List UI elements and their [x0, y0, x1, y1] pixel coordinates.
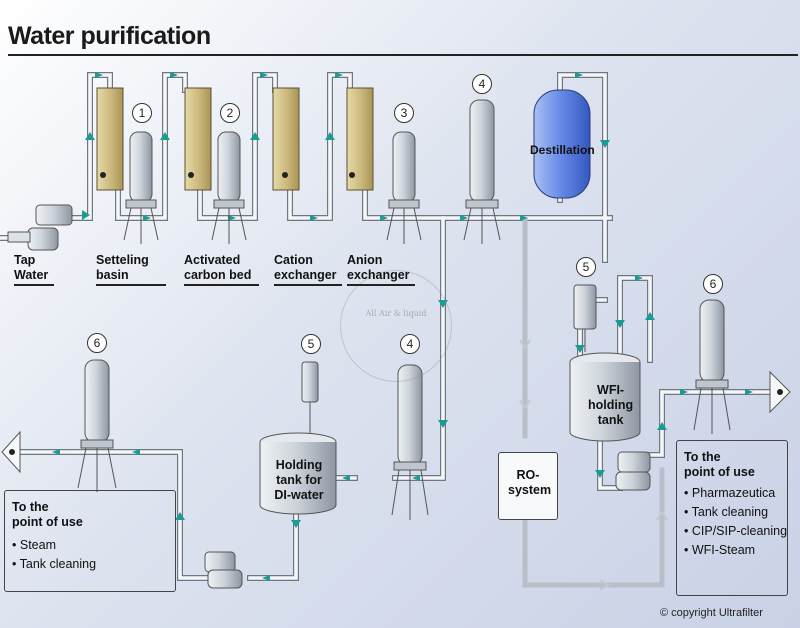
column-carbon — [184, 87, 212, 191]
step-number-3: 3 — [394, 103, 414, 123]
pou-left-item: Steam — [12, 536, 96, 555]
step-number-6-left: 6 — [87, 333, 107, 353]
wfi-holding-tank — [569, 352, 641, 442]
watermark-seal: All Air & liquid — [340, 270, 452, 382]
pou-right-item: Pharmazeutica — [684, 484, 787, 503]
step-number-1: 1 — [132, 103, 152, 123]
column-setteling — [96, 87, 124, 191]
step-number-4-mid: 4 — [400, 334, 420, 354]
pou-right-item: CIP/SIP-cleaning — [684, 522, 787, 541]
watermark-text: All Air & liquid — [365, 309, 427, 318]
holding-tank-di — [259, 432, 337, 515]
pump-di-icon — [204, 551, 243, 589]
underline-tap-water — [14, 284, 54, 286]
step-number-5-mid: 5 — [301, 334, 321, 354]
underline-carbon — [184, 284, 259, 286]
column-anion — [346, 87, 374, 191]
point-of-use-left-box — [4, 490, 176, 592]
step-number-4-top: 4 — [472, 74, 492, 94]
pou-right-item: WFI-Steam — [684, 541, 787, 560]
ro-system-box — [498, 452, 558, 520]
step-number-2: 2 — [220, 103, 240, 123]
label-distillation: Destillation — [530, 143, 595, 157]
page-title: Water purification — [8, 22, 211, 50]
underline-anion — [347, 284, 415, 286]
ro-arrows — [519, 339, 668, 591]
underline-setteling — [96, 284, 166, 286]
pou-left-item: Tank cleaning — [12, 555, 96, 574]
pump-wfi-icon — [615, 451, 651, 491]
distillation-column — [533, 89, 591, 199]
pou-right-item: Tank cleaning — [684, 503, 787, 522]
label-ro-system: RO-system — [508, 468, 552, 497]
left-outlet-arrow-icon — [1, 430, 21, 474]
underline-cation — [274, 284, 342, 286]
point-of-use-right-box — [676, 440, 788, 596]
cartridge-filters — [77, 99, 731, 520]
step-number-6-right: 6 — [703, 274, 723, 294]
right-outlet-arrow-icon — [769, 370, 791, 414]
step-number-5-right: 5 — [576, 257, 596, 277]
pump-icon — [7, 204, 73, 251]
copyright: © copyright Ultrafilter — [660, 607, 763, 619]
title-underline — [8, 54, 798, 56]
column-cation — [272, 87, 300, 191]
